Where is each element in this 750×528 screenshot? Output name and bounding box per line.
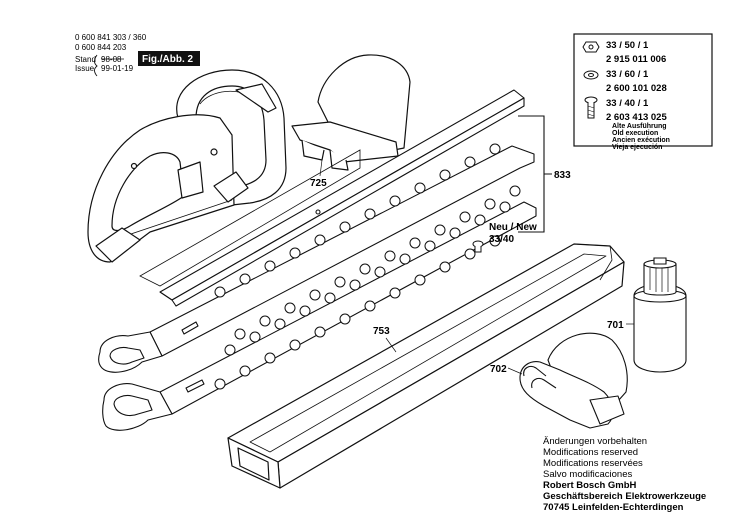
housing-mount-plate xyxy=(139,149,361,287)
drive-bar-hole xyxy=(315,209,321,215)
legend-ref-3: 33 / 40 / 1 xyxy=(606,98,649,109)
callout-gloves: 702 xyxy=(490,364,507,375)
stand-value: 98-08 xyxy=(101,55,122,64)
lower-blade-teeth xyxy=(214,201,511,390)
trimmer-housing xyxy=(87,69,287,263)
drive-bar xyxy=(159,89,525,307)
part-number-2: 0 600 844 203 xyxy=(75,43,127,52)
callout-screw-ref: 33/40 xyxy=(489,234,514,245)
sheath-end-far xyxy=(573,243,613,281)
body-seam xyxy=(124,199,233,237)
issue-label: Issue xyxy=(75,64,95,73)
housing-screw-2 xyxy=(130,162,138,170)
legend-ref-1: 33 / 50 / 1 xyxy=(606,40,649,51)
legend-exec-es: Vieja ejecución xyxy=(612,144,662,151)
legend-part-1: 2 915 011 006 xyxy=(606,54,666,65)
leader-gloves xyxy=(507,367,523,375)
lower-blade-handle-slot xyxy=(113,394,153,417)
callout-blade-set: 833 xyxy=(554,170,571,181)
issue-value: 99-01-19 xyxy=(101,64,134,73)
footer-note-es: Salvo modificaciones xyxy=(543,469,632,480)
bottle-nozzle xyxy=(653,257,667,265)
glove-front xyxy=(519,361,614,429)
part-number-1: 0 600 841 303 / 360 xyxy=(75,33,147,42)
lower-blade-slot xyxy=(185,379,205,393)
figure-tag: Fig./Abb. 2 xyxy=(142,54,194,65)
screw-icon xyxy=(584,96,598,119)
parts-legend-box xyxy=(573,33,713,147)
callout-neu-new: Neu / New xyxy=(489,222,537,233)
hand-guard xyxy=(291,54,411,171)
blade-screw xyxy=(472,240,484,253)
footer-note-en: Modifications reserved xyxy=(543,447,638,458)
footer-address: 70745 Leinfelden-Echterdingen xyxy=(543,502,684,513)
switch-trigger xyxy=(213,171,249,203)
glove-finger-2 xyxy=(531,377,557,389)
oil-bottle xyxy=(633,257,687,373)
upper-blade xyxy=(98,145,535,373)
footer-note-de: Änderungen vorbehalten xyxy=(543,436,647,447)
issue-bracket xyxy=(94,54,98,77)
legend-exec-de: Alte Ausführung xyxy=(612,123,667,130)
blade-sheath xyxy=(227,243,625,489)
sheath-end-opening xyxy=(237,447,270,481)
figure-tag-box xyxy=(138,51,200,66)
glove-cuff xyxy=(589,395,625,425)
lower-blade xyxy=(102,201,537,431)
legend-part-3: 2 603 413 025 xyxy=(606,112,667,123)
housing-screw-1 xyxy=(210,148,218,156)
legend-ref-2: 33 / 60 / 1 xyxy=(606,69,649,80)
glove-finger-1 xyxy=(523,365,547,377)
legend-part-2: 2 600 101 028 xyxy=(606,83,667,94)
callout-oil-bottle: 701 xyxy=(607,320,624,331)
nose-shroud xyxy=(95,227,141,263)
handle-loop xyxy=(176,69,287,206)
sheath-groove xyxy=(249,253,607,453)
upper-blade-slot xyxy=(181,321,199,335)
callout-sheath: 753 xyxy=(373,326,390,337)
upper-blade-teeth xyxy=(214,143,521,340)
footer-company: Robert Bosch GmbH xyxy=(543,480,637,491)
washer-icon xyxy=(583,70,599,80)
legend-exec-fr: Ancien exécution xyxy=(612,137,670,144)
leader-guard xyxy=(319,159,323,177)
stand-label: Stand xyxy=(75,55,96,64)
body-vent xyxy=(177,161,204,199)
rear-cap xyxy=(235,83,277,113)
upper-blade-handle-slot xyxy=(109,346,145,365)
nut-icon xyxy=(582,41,600,53)
footer-division: Geschäftsbereich Elektrowerkzeuge xyxy=(543,491,706,502)
legend-exec-en: Old execution xyxy=(612,130,658,137)
guard-clip xyxy=(301,139,325,161)
leader-sheath xyxy=(385,337,397,353)
work-gloves xyxy=(519,332,628,429)
bottle-cap xyxy=(643,263,677,296)
drive-bar-side xyxy=(171,97,525,307)
callout-guard: 725 xyxy=(310,178,327,189)
footer-note-fr: Modifications reservées xyxy=(543,458,643,469)
